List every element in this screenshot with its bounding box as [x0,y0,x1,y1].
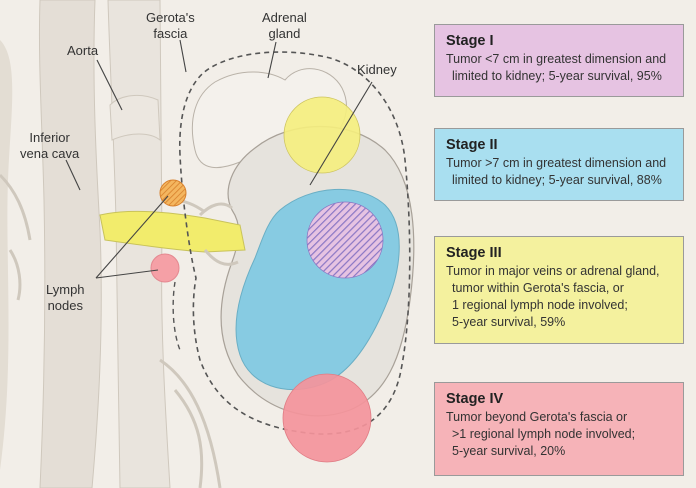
label-lymph-nodes: Lymph nodes [46,282,85,313]
stage3-hatched-tumor [306,201,384,279]
stage-3-description: Tumor in major veins or adrenal gland, t… [446,264,660,329]
renal-vein [99,210,246,253]
lymph-node-pink [150,253,180,283]
stage-4-box: Stage IV Tumor beyond Gerota's fascia or… [434,382,684,476]
vena-cava-vessel [38,0,102,488]
stage-3-title: Stage III [446,245,502,261]
label-kidney: Kidney [357,62,397,77]
stage4-tumor [282,373,372,463]
stage-4-description: Tumor beyond Gerota's fascia or >1 regio… [446,410,636,458]
gerotas-fascia-outline [178,51,411,435]
label-gerotas-fascia: Gerota's fascia [146,10,195,41]
stage-1-title: Stage I [446,33,494,49]
label-inferior-vena-cava: Inferior vena cava [20,130,80,161]
stage-2-title: Stage II [446,137,498,153]
stage-2-description: Tumor >7 cm in greatest dimension and li… [446,156,667,187]
stage1-tumor [283,96,361,174]
lymph-node-orange [159,179,187,207]
aorta-branch [109,94,161,142]
stage-2-box: Stage II Tumor >7 cm in greatest dimensi… [434,128,684,201]
stage-1-description: Tumor <7 cm in greatest dimension and li… [446,52,667,83]
stage-3-box: Stage III Tumor in major veins or adrena… [434,236,684,344]
label-aorta: Aorta [67,43,99,58]
label-adrenal-gland: Adrenal gland [262,10,307,41]
leader-lines [65,39,373,279]
stage-1-box: Stage I Tumor <7 cm in greatest dimensio… [434,24,684,97]
stage-4-title: Stage IV [446,391,504,407]
spine-shadow [0,40,13,470]
left-vessels [0,173,222,488]
